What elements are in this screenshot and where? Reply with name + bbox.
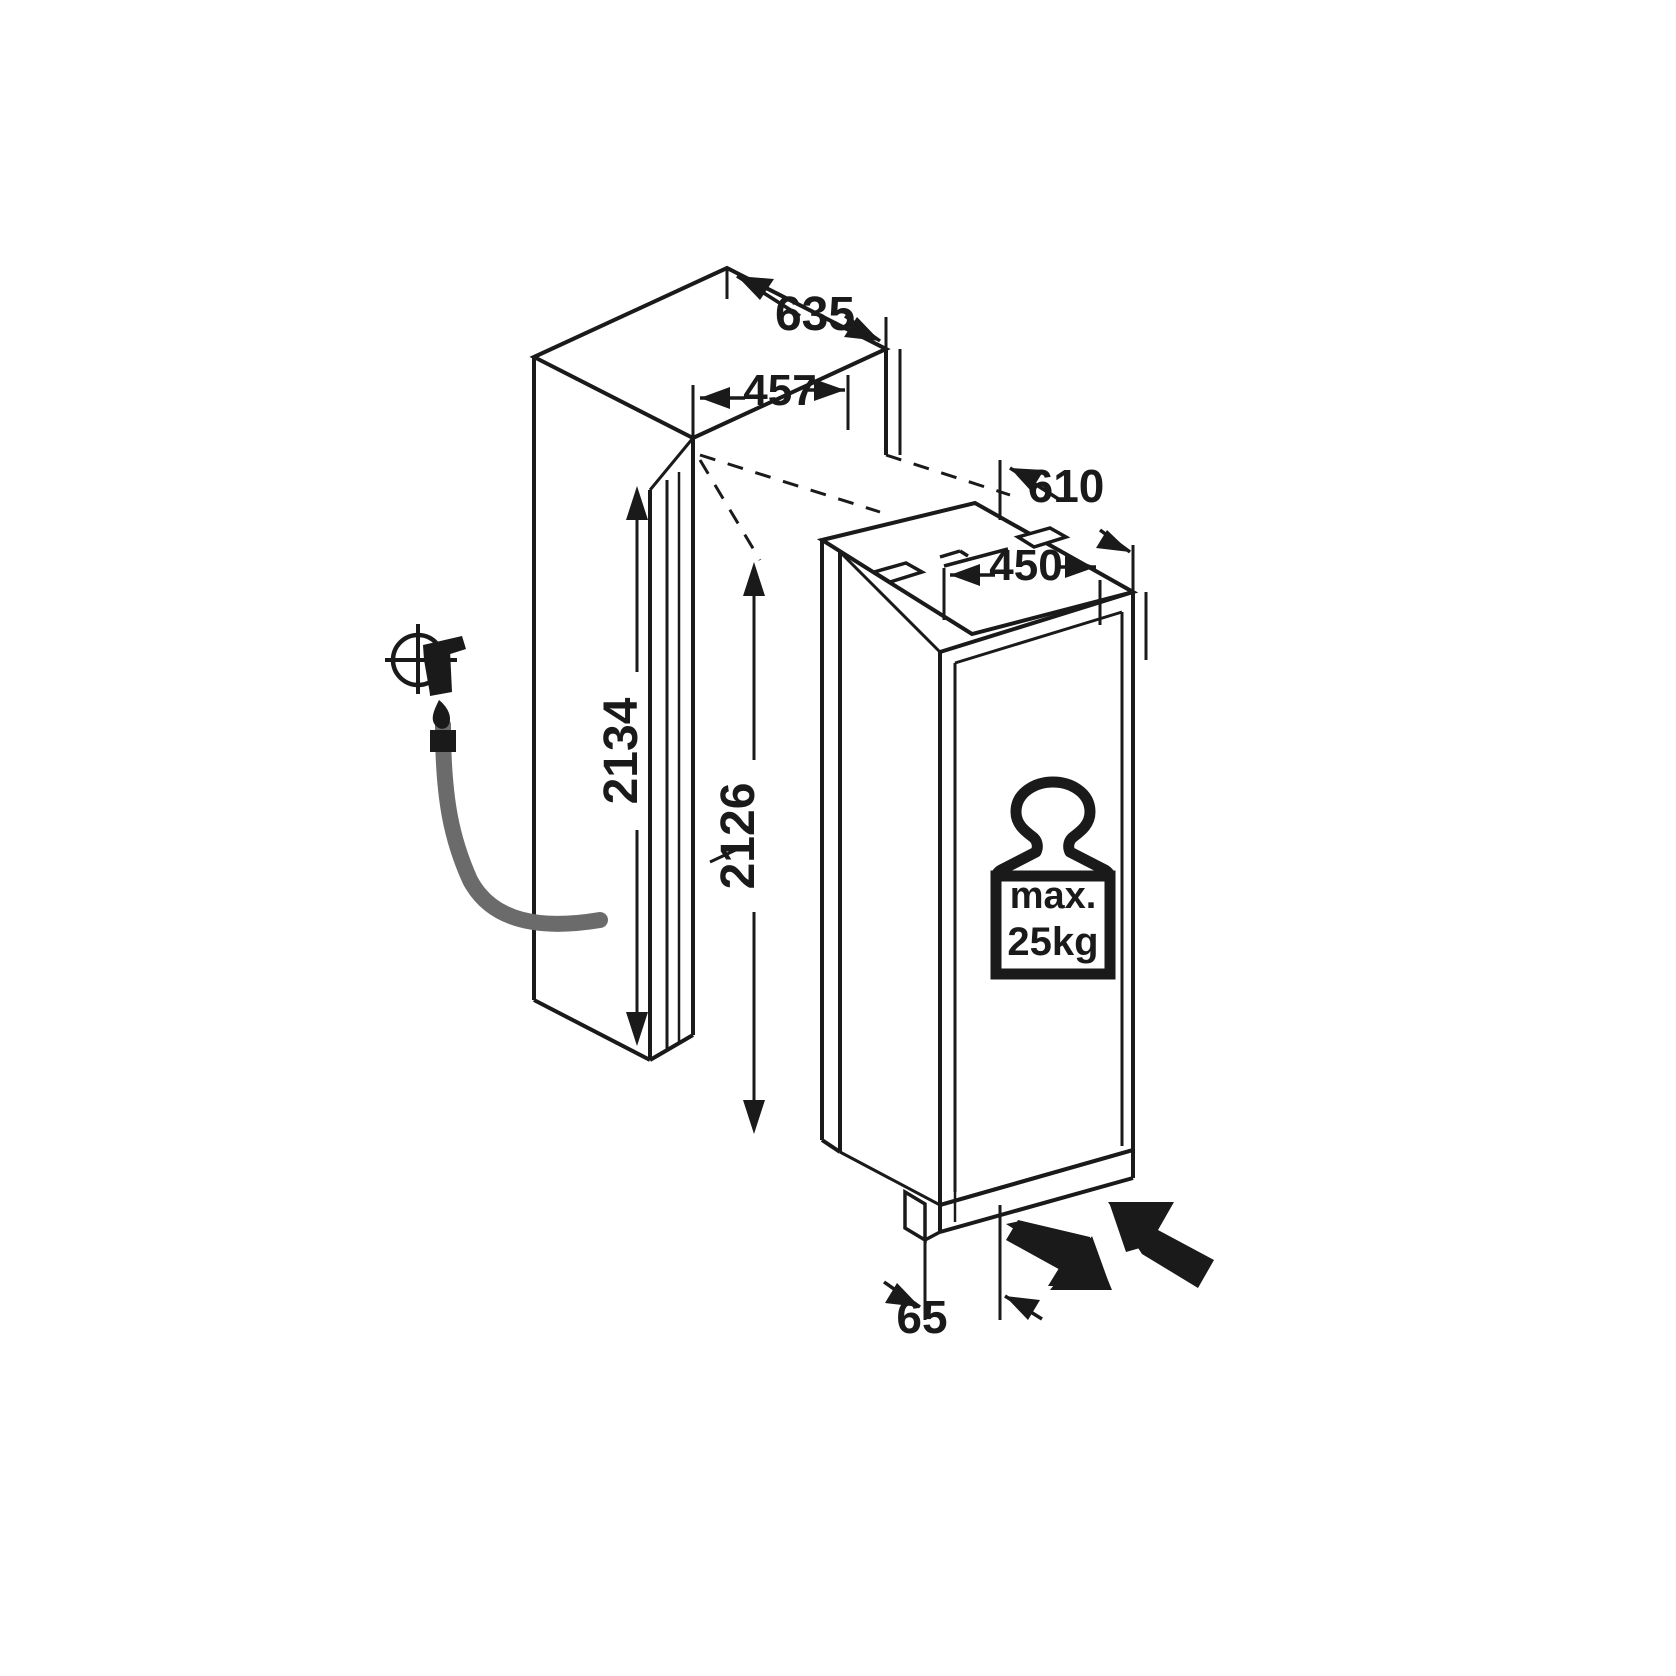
dimension-2126	[709, 562, 765, 1134]
water-drop-icon	[432, 700, 450, 729]
dimension-label-2134: 2134	[595, 697, 648, 804]
projection-dashed-lines	[698, 453, 1011, 561]
dimension-65	[883, 1205, 1043, 1321]
dimension-635	[725, 268, 902, 455]
dimension-457	[691, 375, 850, 440]
dimension-label-2126: 2126	[712, 783, 765, 890]
dimension-label-635: 635	[775, 288, 855, 341]
weight-limit-icon	[990, 776, 1116, 980]
dimension-450	[942, 556, 1102, 625]
cabinet-niche-outline	[529, 265, 891, 1062]
dimension-label-457: 457	[743, 366, 816, 415]
weight-label-line2: 25kg	[1007, 920, 1098, 964]
water-hose-icon	[435, 717, 608, 932]
niche-front-panel	[665, 472, 681, 1050]
dimension-label-65: 65	[896, 1291, 947, 1343]
top-mounting-brackets	[869, 526, 1071, 584]
dimension-610	[998, 460, 1148, 660]
dimension-label-450: 450	[989, 541, 1062, 590]
appliance-base-plinth	[938, 1148, 1135, 1234]
dimension-label-610: 610	[1028, 460, 1105, 512]
weight-label-line1: max.	[1010, 875, 1097, 917]
airflow-out-arrow-icon	[1108, 1202, 1214, 1288]
water-tap-icon	[385, 624, 466, 752]
airflow-in-arrow-icon	[1006, 1220, 1112, 1290]
dimension-2134	[626, 486, 648, 1046]
